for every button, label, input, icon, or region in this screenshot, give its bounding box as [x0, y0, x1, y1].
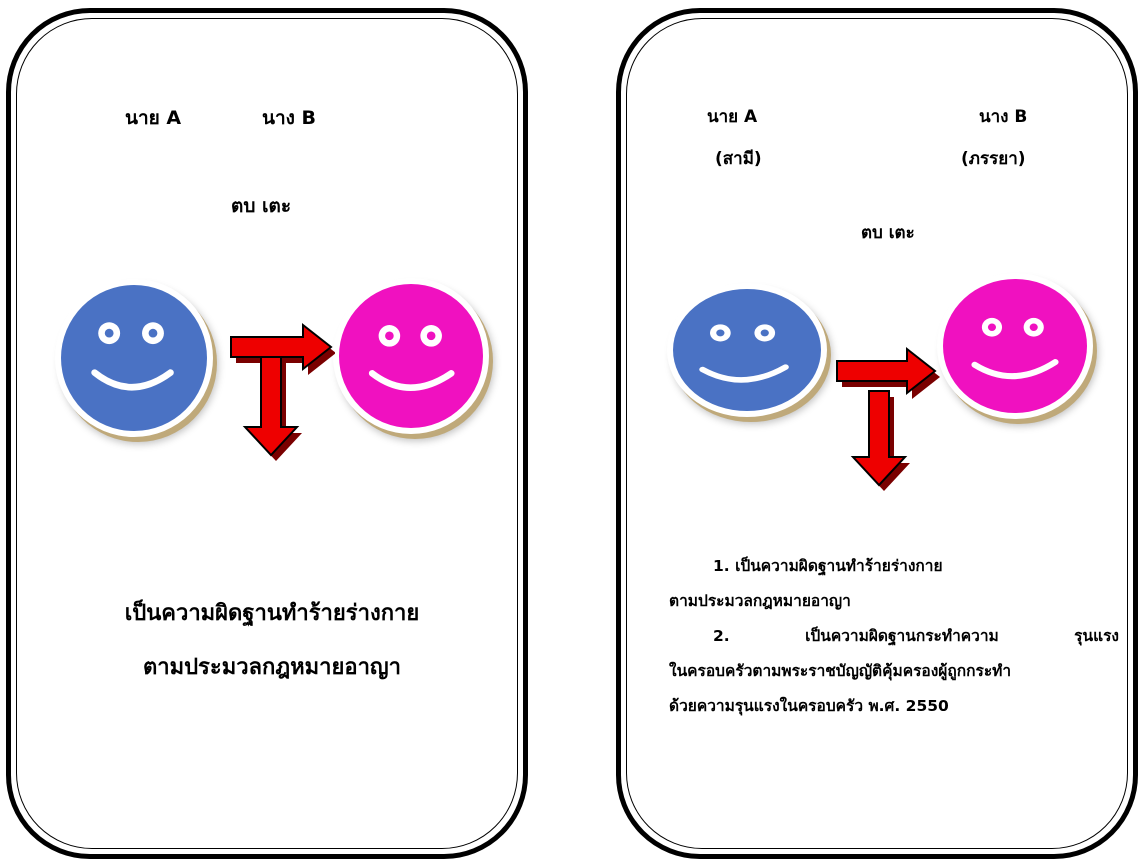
right-panel: นาย A (สามี) นาง B (ภรรยา) ตบ เตะ 1. เป็… [616, 8, 1138, 859]
assault-arrows-icon [230, 322, 335, 461]
statute-line-4: ในครอบครัวตามพระราชบัญญัติคุ้มครองผู้ถูก… [669, 662, 1012, 680]
person-b-role: (ภรรยา) [961, 149, 1026, 169]
statute-text: 1. เป็นความผิดฐานทำร้ายร่างกาย ตามประมวล… [669, 549, 1119, 724]
statute-line-5: ด้วยความรุนแรงในครอบครัว พ.ศ. 2550 [669, 697, 949, 715]
conclusion-line-2: ตามประมวลกฎหมายอาญา [142, 655, 402, 680]
action-label: ตบ เตะ [231, 195, 292, 217]
person-b-label: นาง B [262, 107, 317, 129]
action-label: ตบ เตะ [861, 223, 915, 243]
person-a-label: นาย A [707, 107, 758, 127]
conclusion-line-1: เป็นความผิดฐานทำร้ายร่างกาย [124, 601, 420, 626]
person-a-role: (สามี) [715, 149, 762, 169]
wife-smiley-icon [943, 279, 1087, 413]
person-b-label: นาง B [979, 107, 1028, 127]
left-panel: นาย A นาง B ตบ เตะ เป็นความผิดฐานทำร้ายร… [6, 8, 528, 859]
husband-smiley-icon [61, 285, 207, 431]
assault-arrows-icon [836, 346, 940, 491]
statute-line-3: 2. เป็นความผิดฐานกระทำความ รุนแรง [713, 627, 1119, 645]
person-a-label: นาย A [125, 107, 182, 129]
statute-line-1: 1. เป็นความผิดฐานทำร้ายร่างกาย [713, 557, 943, 575]
wife-smiley-icon [339, 284, 483, 428]
statute-line-2: ตามประมวลกฎหมายอาญา [669, 592, 851, 610]
husband-smiley-icon [673, 289, 821, 411]
